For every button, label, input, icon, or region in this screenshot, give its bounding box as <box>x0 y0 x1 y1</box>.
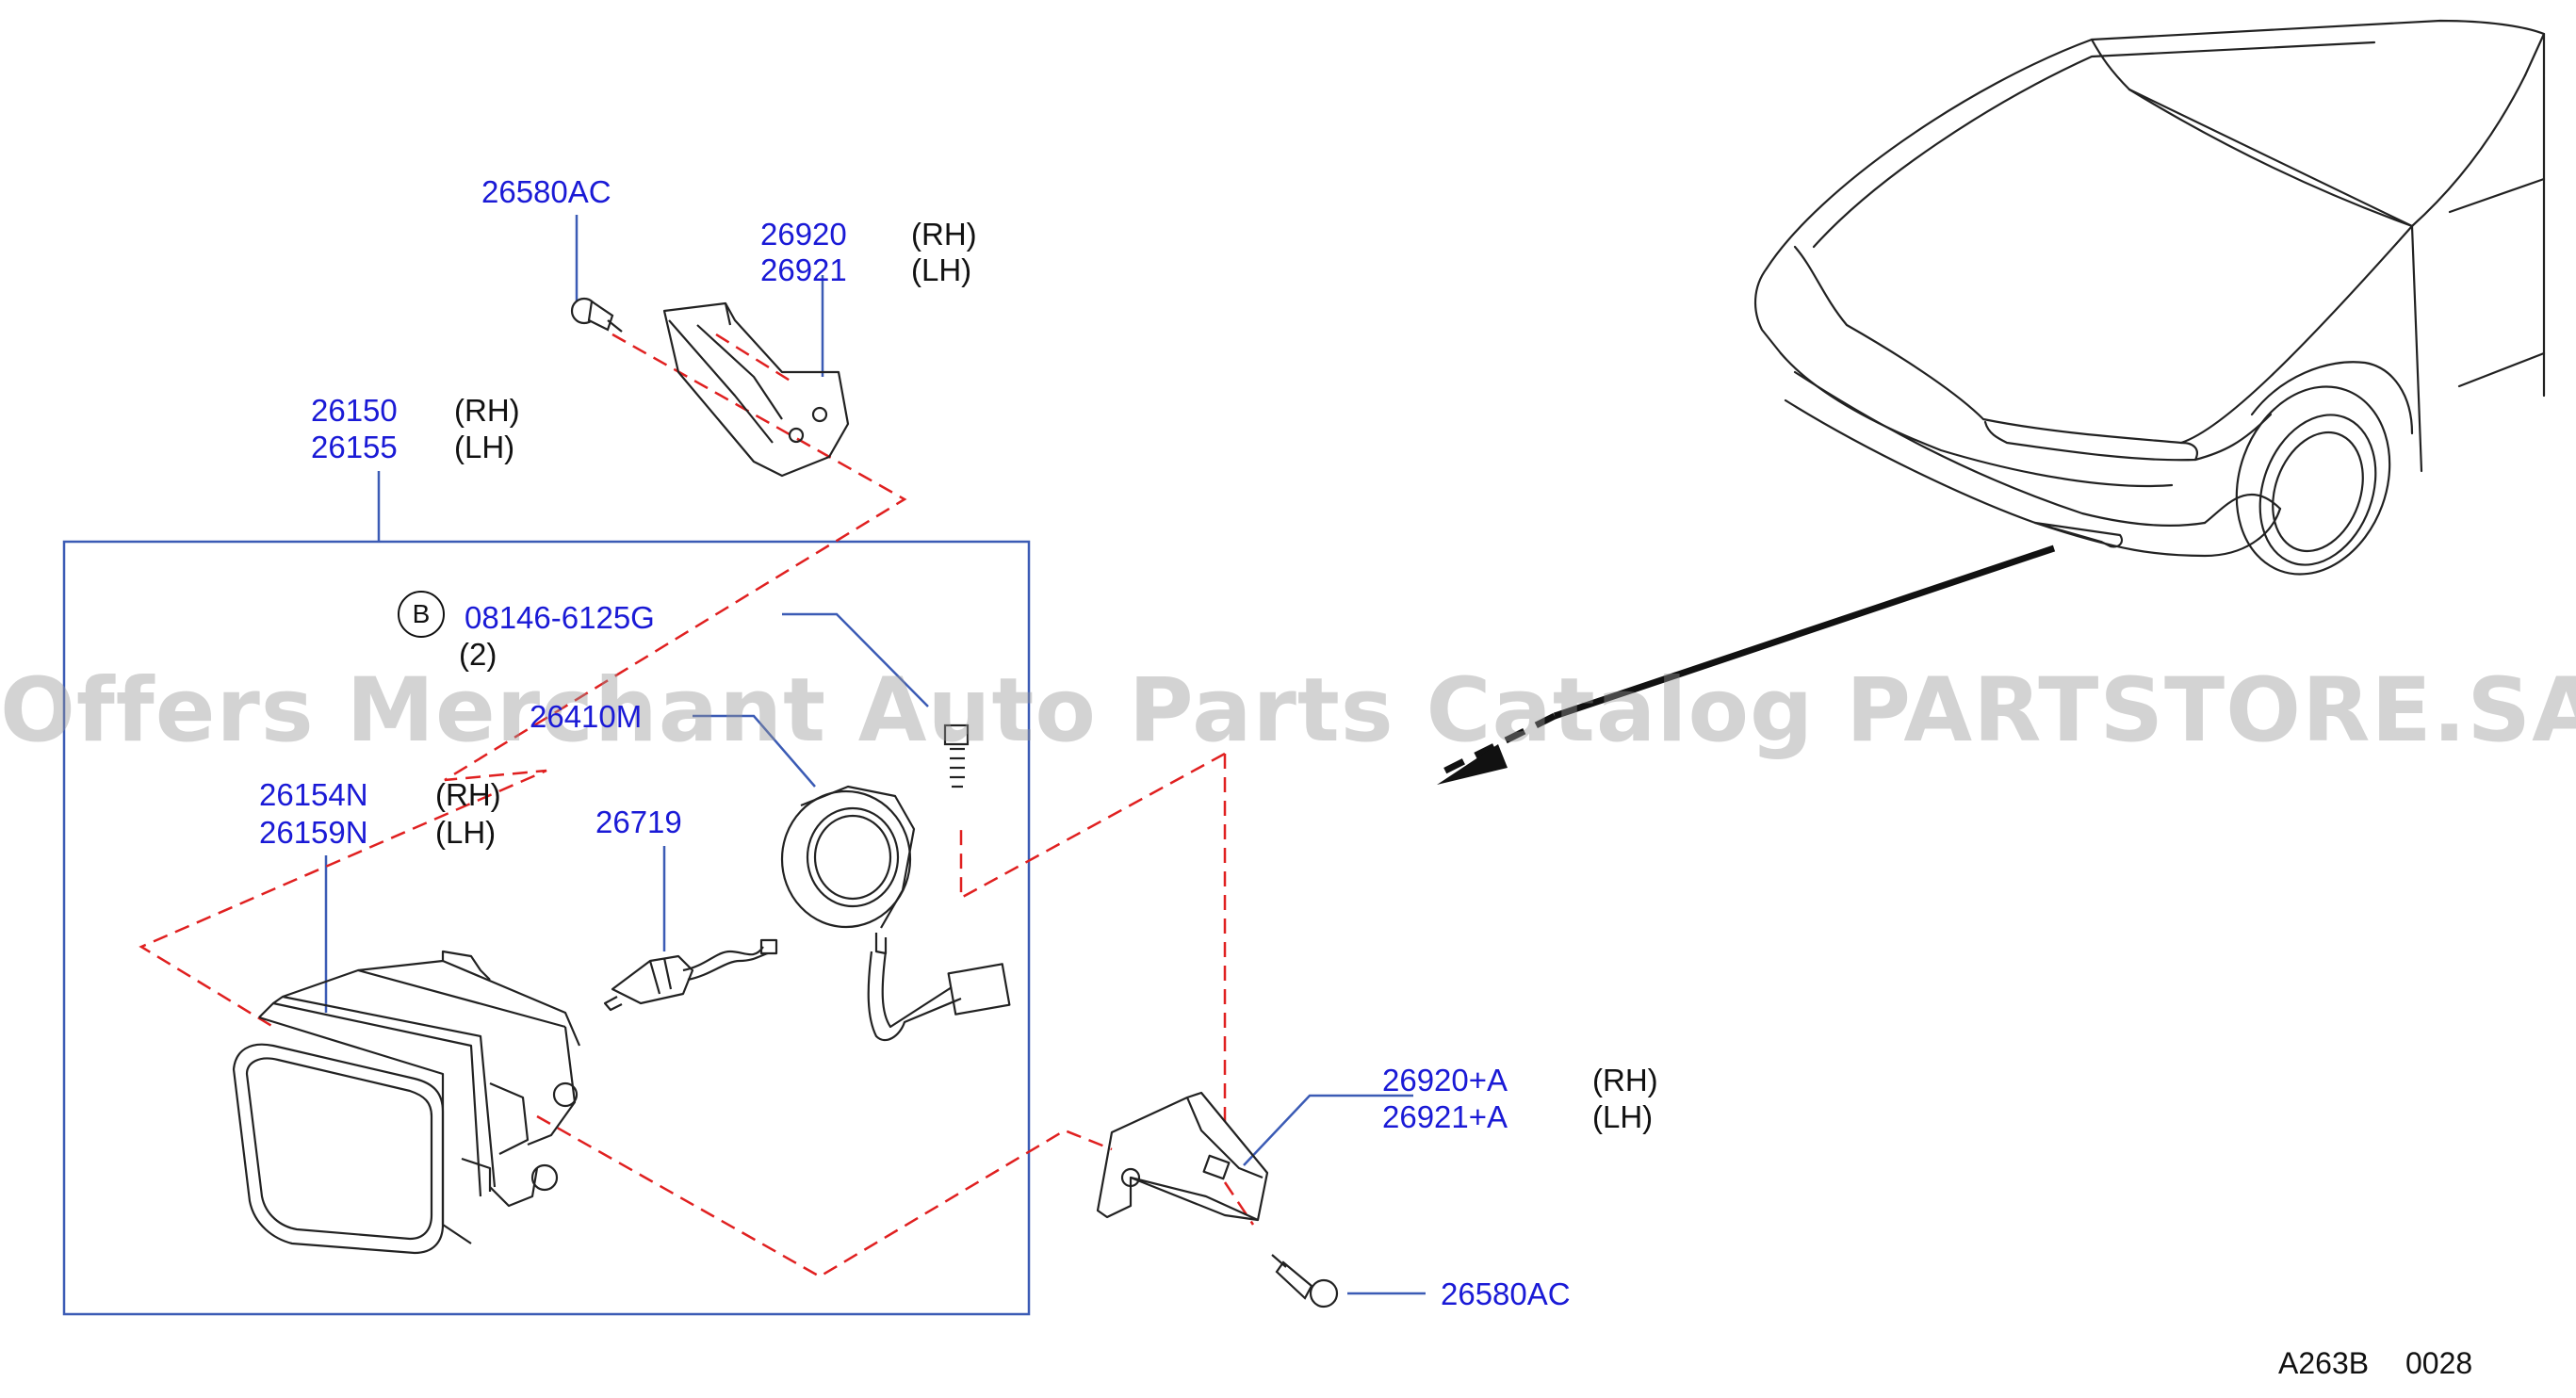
screw-bottom-illustration <box>1271 1254 1339 1309</box>
side-label-lh: (LH) <box>435 815 497 850</box>
part-number-bracket-top-lh[interactable]: 26921 <box>760 252 847 287</box>
side-label-rh: (RH) <box>911 217 977 252</box>
side-label-rh: (RH) <box>454 393 520 428</box>
part-number-fog-lamp-rh[interactable]: 26150 <box>311 393 398 428</box>
side-label-lh: (LH) <box>1592 1099 1654 1134</box>
car-illustration <box>1753 19 2546 576</box>
part-number-fog-lamp-lh[interactable]: 26155 <box>311 430 398 464</box>
diagram-code: A263B <box>2278 1346 2370 1380</box>
side-label-rh: (RH) <box>1592 1063 1658 1097</box>
side-label-lh: (LH) <box>911 252 972 287</box>
bolt-illustration <box>943 723 970 788</box>
bolt-type-circle: B <box>398 591 445 638</box>
leader-lines <box>324 215 1426 1295</box>
part-number-26580ac-top[interactable]: 26580AC <box>481 174 611 209</box>
part-number-bracket-bottom-lh[interactable]: 26921+A <box>1382 1099 1508 1134</box>
part-number-socket[interactable]: 26410M <box>530 699 643 734</box>
side-label-lh: (LH) <box>454 430 515 464</box>
socket-illustration <box>780 785 1011 1042</box>
part-number-26580ac-bottom[interactable]: 26580AC <box>1441 1276 1571 1311</box>
installation-lines <box>139 333 1255 1278</box>
part-number-bulb[interactable]: 26719 <box>595 805 682 839</box>
part-number-bracket-top-rh[interactable]: 26920 <box>760 217 847 252</box>
part-number-lamp-unit-lh[interactable]: 26159N <box>259 815 368 850</box>
location-arrow <box>1437 545 2056 785</box>
part-number-bracket-bottom-rh[interactable]: 26920+A <box>1382 1063 1508 1097</box>
fog-lamp-assembly-frame <box>62 540 1031 1316</box>
diagram-number: 0028 <box>2405 1346 2473 1380</box>
screw-top-illustration <box>570 297 623 333</box>
bolt-quantity: (2) <box>459 637 497 672</box>
bulb-illustration <box>603 938 778 1012</box>
part-number-lamp-unit-rh[interactable]: 26154N <box>259 777 368 812</box>
watermark: Offers Merchant Auto Parts Catalog PARTS… <box>0 659 2576 762</box>
bracket-top-illustration <box>662 301 850 478</box>
part-number-bolt[interactable]: 08146-6125G <box>465 600 655 635</box>
side-label-rh: (RH) <box>435 777 501 812</box>
bracket-bottom-illustration <box>1096 1091 1269 1222</box>
lamp-unit-illustration <box>232 950 581 1255</box>
